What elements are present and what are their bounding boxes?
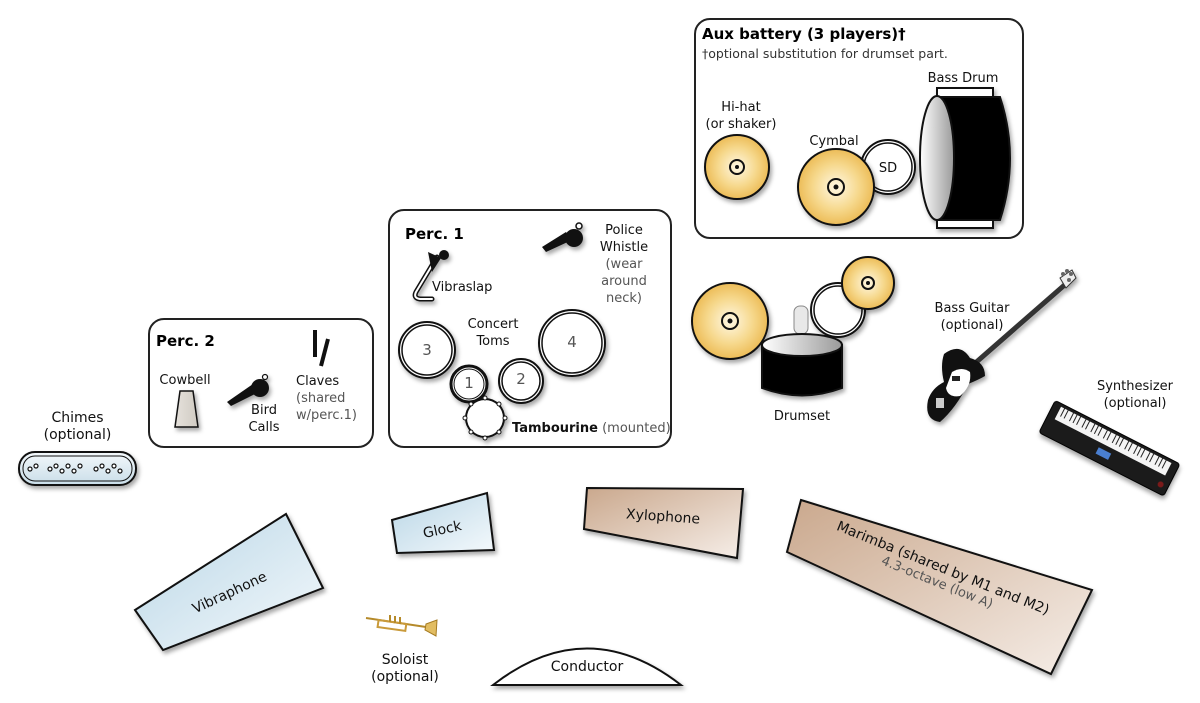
drumset-ride-cymbal-icon xyxy=(691,282,769,360)
snare-drum-icon xyxy=(860,139,916,195)
tom-3-number: 3 xyxy=(422,341,432,359)
vibraslap-icon xyxy=(412,250,449,302)
cymbal-label: Cymbal xyxy=(809,134,859,149)
tom-4-number: 4 xyxy=(567,333,577,351)
glock-icon xyxy=(390,491,496,555)
bass-drum-icon xyxy=(919,87,1011,229)
claves-label: Claves (shared w/perc.1) xyxy=(296,374,357,423)
aux-battery-note: †optional substitution for drumset part. xyxy=(702,46,948,61)
tambourine-label: Tambourine (mounted) xyxy=(512,421,671,436)
hihat-label: Hi-hat (or shaker) xyxy=(705,100,777,132)
chimes-icon xyxy=(18,451,137,486)
cymbal-icon xyxy=(797,148,875,226)
police-whistle-label: Police Whistle (wear around neck) xyxy=(599,223,649,306)
bass-drum-label: Bass Drum xyxy=(927,71,999,86)
hihat-cymbal-icon xyxy=(704,134,770,200)
bass-guitar-icon xyxy=(927,269,1077,422)
vibraphone-icon xyxy=(133,512,325,652)
conductor-label: Conductor xyxy=(550,659,624,675)
aux-battery-title: Aux battery (3 players)† xyxy=(702,25,906,43)
tom-3-icon xyxy=(398,321,456,379)
tom-4-icon xyxy=(538,309,606,377)
tom-2-icon xyxy=(498,358,544,404)
synthesizer-label: Synthesizer (optional) xyxy=(1096,379,1174,411)
bird-call-whistle-icon xyxy=(227,373,269,406)
chimes-label: Chimes (optional) xyxy=(43,410,112,443)
perc2-title: Perc. 2 xyxy=(156,332,215,350)
xylophone-icon xyxy=(582,486,745,560)
snare-label: SD xyxy=(878,161,898,176)
drumset-label: Drumset xyxy=(773,409,831,424)
vibraslap-label: Vibraslap xyxy=(432,280,493,295)
marimba-icon xyxy=(785,498,1094,676)
tom-1-icon xyxy=(449,364,489,404)
synthesizer-keyboard-icon xyxy=(1039,400,1180,496)
tom-1-number: 1 xyxy=(464,374,474,392)
tom-2-number: 2 xyxy=(516,370,526,388)
cowbell-icon xyxy=(174,390,199,428)
drumset-bass-drum-icon xyxy=(761,333,843,397)
soloist-label: Soloist (optional) xyxy=(371,652,439,685)
perc1-title: Perc. 1 xyxy=(405,225,464,243)
bass-guitar-label: Bass Guitar (optional) xyxy=(934,301,1010,333)
concert-toms-label: Concert Toms xyxy=(467,317,519,349)
conductor-podium-icon xyxy=(490,647,684,686)
drumset-crash-cymbal-icon xyxy=(841,256,895,310)
claves-icon xyxy=(313,330,330,367)
police-whistle-icon xyxy=(542,222,583,252)
bird-calls-label: Bird Calls xyxy=(248,403,280,435)
trumpet-icon xyxy=(365,615,438,637)
cowbell-label: Cowbell xyxy=(159,373,211,388)
tambourine-icon xyxy=(462,395,508,441)
